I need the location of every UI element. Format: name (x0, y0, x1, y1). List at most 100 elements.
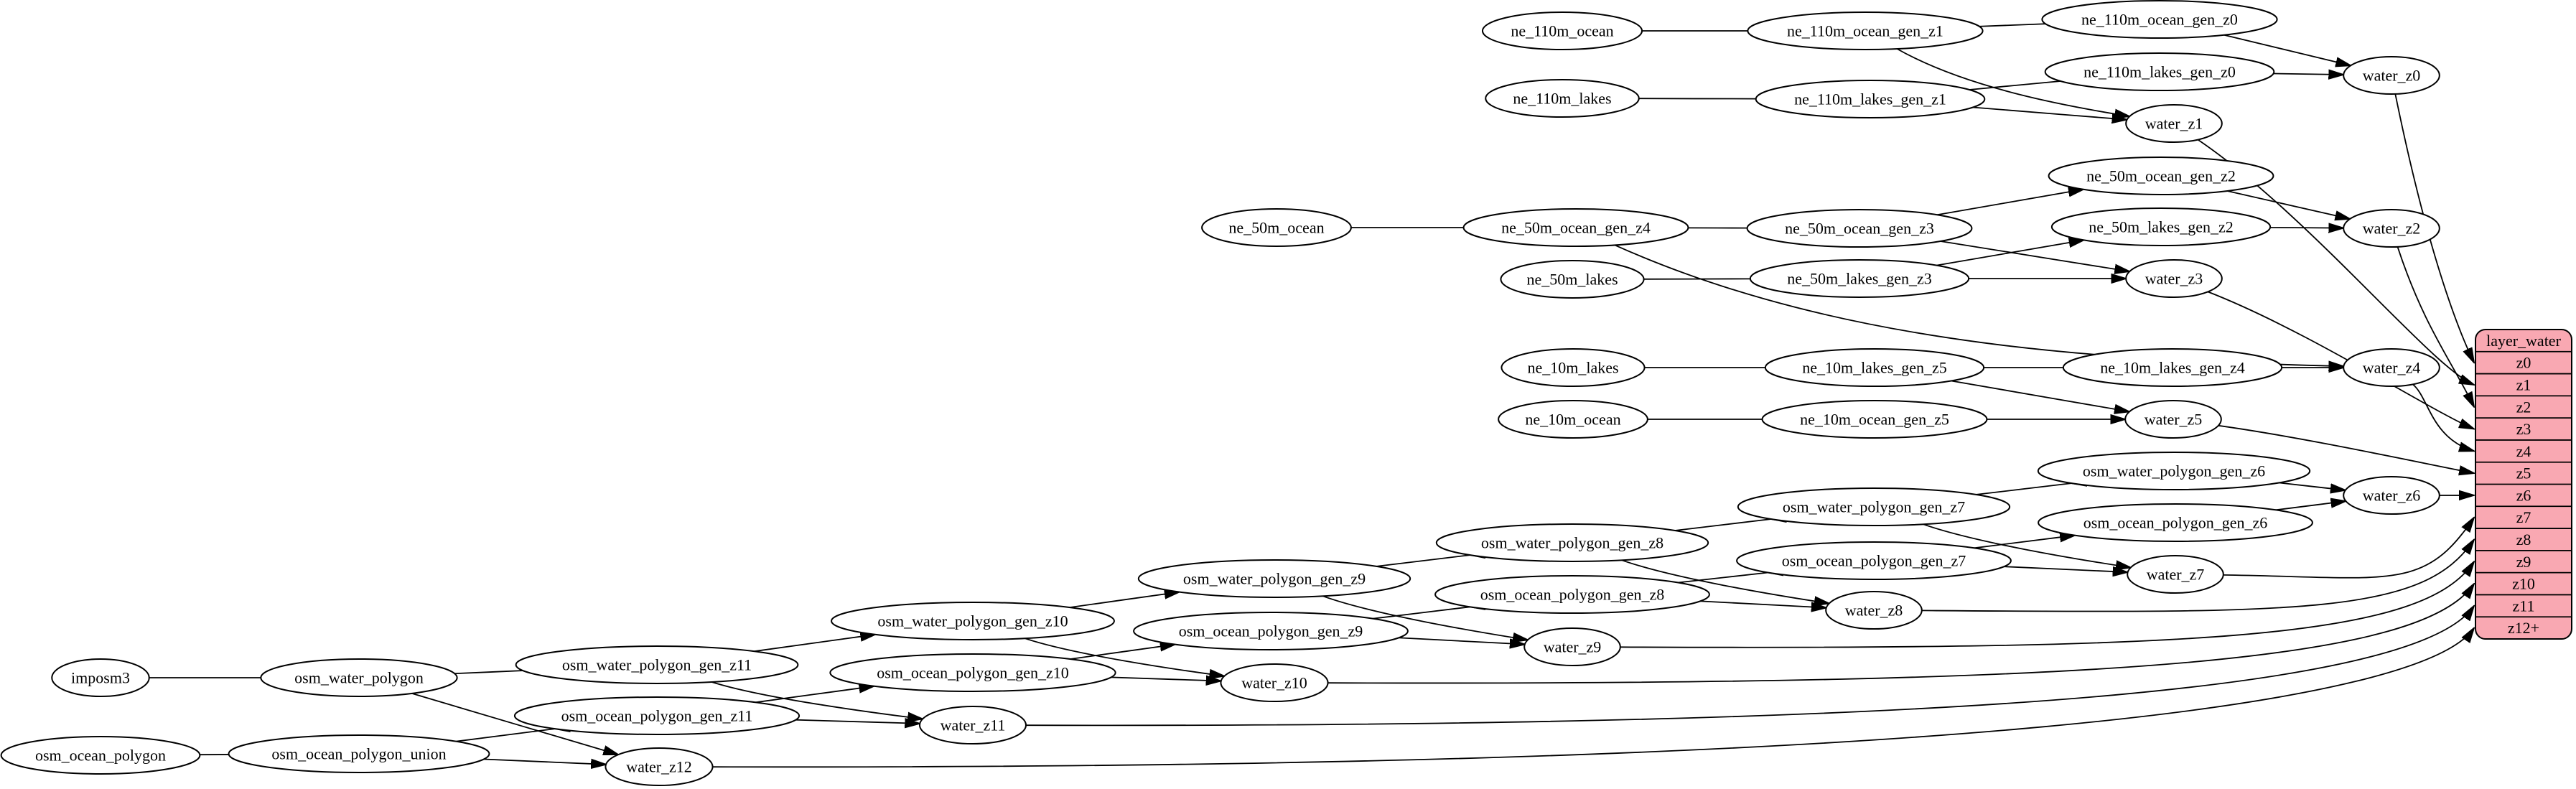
node-ne_110m_ocean_gen_z1: ne_110m_ocean_gen_z1 (1747, 11, 1984, 50)
node-water_z2: water_z2 (2343, 209, 2440, 248)
node-ne_10m_ocean: ne_10m_ocean (1498, 400, 1648, 439)
node-ellipse-osm_water_polygon_gen_z9 (1137, 559, 1411, 598)
node-label-water_z6: water_z6 (2363, 487, 2421, 505)
edge-osm_water_polygon_gen_z9-to-osm_water_polygon_gen_z8 (1376, 555, 1470, 567)
node-ne_10m_ocean_gen_z5: ne_10m_ocean_gen_z5 (1761, 400, 1988, 439)
node-label-osm_ocean_polygon_gen_z10: osm_ocean_polygon_gen_z10 (877, 664, 1069, 682)
node-osm_water_polygon_gen_z9: osm_water_polygon_gen_z9 (1137, 559, 1411, 598)
node-ellipse-ne_110m_ocean (1481, 11, 1643, 50)
node-ellipse-ne_50m_ocean_gen_z3 (1746, 209, 1973, 248)
node-label-osm_ocean_polygon: osm_ocean_polygon (35, 747, 166, 765)
edge-osm_water_polygon_gen_z6-to-water_z6 (2270, 481, 2346, 490)
node-ellipse-imposm3 (51, 658, 150, 697)
node-ne_110m_lakes_gen_z0: ne_110m_lakes_gen_z0 (2044, 52, 2275, 91)
node-osm_ocean_polygon_gen_z11: osm_ocean_polygon_gen_z11 (513, 696, 801, 735)
node-label-imposm3: imposm3 (71, 669, 130, 687)
edge-ne_50m_ocean_gen_z2-to-water_z2 (2227, 190, 2350, 219)
node-ellipse-ne_50m_ocean (1201, 208, 1352, 247)
node-label-osm_water_polygon_gen_z8: osm_water_polygon_gen_z8 (1481, 534, 1663, 552)
node-ellipse-osm_water_polygon_gen_z7 (1737, 487, 2011, 526)
node-label-ne_110m_lakes: ne_110m_lakes (1513, 90, 1611, 108)
edge-ne_110m_lakes_gen_z1-to-ne_110m_lakes_gen_z0 (1968, 81, 2061, 90)
edge-osm_water_polygon_gen_z10-to-osm_water_polygon_gen_z9 (1069, 592, 1180, 608)
node-label-water_z1: water_z1 (2145, 115, 2203, 133)
edge-ne_110m_ocean_gen_z0-to-water_z0 (2223, 34, 2351, 66)
node-water_z0: water_z0 (2343, 56, 2440, 95)
node-ellipse-water_z4 (2343, 348, 2440, 387)
record-row-z12+: z12+ (2508, 619, 2539, 637)
node-label-ne_50m_ocean_gen_z2: ne_50m_ocean_gen_z2 (2086, 167, 2236, 185)
node-ellipse-osm_ocean_polygon_union (228, 734, 490, 773)
record-row-z6: z6 (2516, 486, 2531, 504)
node-ellipse-ne_110m_ocean_gen_z1 (1747, 11, 1984, 50)
edge-water_z4-to-layer_water-z4 (2412, 383, 2474, 451)
node-osm_water_polygon_gen_z7: osm_water_polygon_gen_z7 (1737, 487, 2011, 526)
edges-layer (149, 24, 2474, 767)
node-label-osm_ocean_polygon_gen_z11: osm_ocean_polygon_gen_z11 (561, 707, 753, 725)
node-label-osm_ocean_polygon_gen_z9: osm_ocean_polygon_gen_z9 (1179, 622, 1363, 640)
edge-osm_ocean_polygon_gen_z8-to-osm_ocean_polygon_gen_z7 (1677, 572, 1768, 584)
edge-water_z11-to-layer_water-z11 (1025, 606, 2474, 727)
node-ellipse-water_z6 (2343, 476, 2440, 515)
node-label-osm_water_polygon_gen_z11: osm_water_polygon_gen_z11 (562, 656, 752, 674)
edge-osm_ocean_polygon_gen_z11-to-osm_ocean_polygon_gen_z10 (755, 686, 874, 704)
node-label-ne_110m_ocean: ne_110m_ocean (1511, 22, 1613, 40)
node-ellipse-water_z5 (2124, 400, 2222, 439)
node-label-ne_50m_ocean: ne_50m_ocean (1228, 219, 1324, 237)
edge-osm_water_polygon_gen_z11-to-osm_water_polygon_gen_z10 (754, 635, 876, 653)
node-label-ne_50m_ocean_gen_z4: ne_50m_ocean_gen_z4 (1501, 219, 1651, 237)
node-label-water_z3: water_z3 (2145, 270, 2203, 288)
node-label-osm_water_polygon_gen_z9: osm_water_polygon_gen_z9 (1183, 570, 1366, 588)
node-label-ne_110m_lakes_gen_z0: ne_110m_lakes_gen_z0 (2083, 63, 2236, 81)
node-ellipse-osm_water_polygon_gen_z6 (2037, 452, 2311, 490)
edge-ne_110m_ocean_gen_z1-to-water_z1 (1896, 48, 2129, 116)
edge-ne_110m_ocean_gen_z1-to-ne_110m_ocean_gen_z0 (1977, 24, 2047, 27)
node-label-ne_10m_lakes_gen_z4: ne_10m_lakes_gen_z4 (2100, 359, 2245, 377)
node-osm_ocean_polygon_gen_z10: osm_ocean_polygon_gen_z10 (829, 653, 1116, 692)
node-ellipse-ne_110m_ocean_gen_z0 (2041, 0, 2278, 39)
node-label-ne_110m_ocean_gen_z0: ne_110m_ocean_gen_z0 (2081, 11, 2238, 29)
node-ellipse-water_z11 (918, 706, 1027, 744)
record-row-z5: z5 (2516, 464, 2531, 482)
node-ellipse-ne_50m_lakes (1500, 260, 1645, 299)
node-ellipse-ne_110m_lakes_gen_z0 (2044, 52, 2275, 91)
edge-water_z7-to-layer_water-z7 (2223, 518, 2474, 579)
node-ne_110m_ocean_gen_z0: ne_110m_ocean_gen_z0 (2041, 0, 2278, 39)
node-osm_ocean_polygon: osm_ocean_polygon (0, 736, 201, 775)
edge-water_z9-to-layer_water-z9 (1620, 561, 2474, 648)
node-ellipse-water_z1 (2125, 104, 2223, 143)
node-label-water_z4: water_z4 (2363, 359, 2421, 377)
node-ellipse-ne_10m_lakes_gen_z5 (1764, 348, 1985, 387)
node-label-ne_50m_ocean_gen_z3: ne_50m_ocean_gen_z3 (1785, 220, 1934, 238)
edge-osm_water_polygon_gen_z8-to-osm_water_polygon_gen_z7 (1674, 519, 1771, 531)
edge-osm_ocean_polygon_gen_z11-to-water_z11 (788, 719, 920, 723)
node-ellipse-water_z0 (2343, 56, 2440, 95)
node-label-ne_110m_ocean_gen_z1: ne_110m_ocean_gen_z1 (1787, 22, 1943, 40)
node-label-water_z2: water_z2 (2363, 220, 2421, 238)
record-row-z10: z10 (2512, 575, 2535, 593)
node-ellipse-osm_ocean_polygon_gen_z11 (513, 696, 801, 735)
node-ellipse-ne_10m_ocean (1498, 400, 1648, 439)
node-ne_50m_lakes_gen_z3: ne_50m_lakes_gen_z3 (1749, 259, 1970, 298)
node-label-water_z7: water_z7 (2147, 566, 2205, 584)
node-label-ne_10m_ocean_gen_z5: ne_10m_ocean_gen_z5 (1800, 411, 1949, 429)
node-ne_10m_lakes_gen_z5: ne_10m_lakes_gen_z5 (1764, 348, 1985, 387)
edge-ne_50m_lakes_gen_z3-to-ne_50m_lakes_gen_z2 (1936, 240, 2083, 266)
edge-ne_110m_lakes_gen_z1-to-water_z1 (1971, 106, 2127, 119)
node-ellipse-water_z10 (1220, 663, 1329, 702)
edge-water_z5-to-layer_water-z5 (2218, 424, 2474, 473)
node-label-ne_50m_lakes: ne_50m_lakes (1526, 271, 1618, 289)
node-label-ne_10m_ocean: ne_10m_ocean (1525, 411, 1620, 429)
node-label-ne_50m_lakes_gen_z3: ne_50m_lakes_gen_z3 (1787, 270, 1932, 288)
record-row-z8: z8 (2516, 531, 2531, 548)
node-label-osm_water_polygon_gen_z6: osm_water_polygon_gen_z6 (2083, 462, 2265, 480)
node-ellipse-water_z9 (1523, 627, 1621, 666)
edge-osm_water_polygon_gen_z7-to-osm_water_polygon_gen_z6 (1975, 483, 2072, 495)
node-osm_ocean_polygon_gen_z7: osm_ocean_polygon_gen_z7 (1736, 541, 2012, 580)
node-ellipse-osm_ocean_polygon (0, 736, 201, 775)
node-ne_50m_ocean_gen_z4: ne_50m_ocean_gen_z4 (1462, 208, 1689, 247)
node-osm_water_polygon_gen_z6: osm_water_polygon_gen_z6 (2037, 452, 2311, 490)
node-ellipse-water_z7 (2127, 555, 2224, 594)
node-ellipse-ne_50m_ocean_gen_z4 (1462, 208, 1689, 247)
